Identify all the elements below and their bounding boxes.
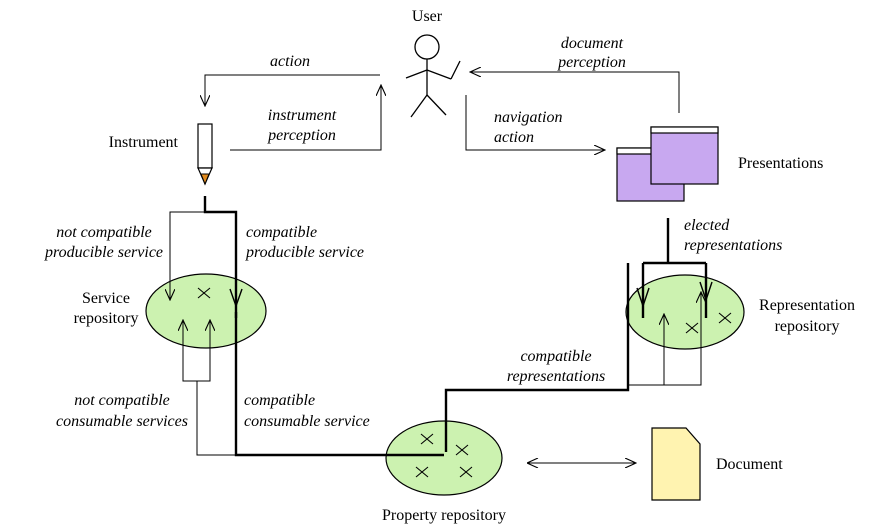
- document-icon: [651, 427, 701, 501]
- action-arrow: [205, 74, 380, 106]
- representation-repository-ellipse: [625, 274, 745, 350]
- document-perception-arrow: [470, 72, 680, 113]
- navigation-action-arrow: [465, 95, 605, 150]
- presentations-window-icon: [616, 126, 719, 202]
- user-label: User: [412, 8, 443, 25]
- elected-representations-label-line2: representations: [684, 237, 782, 254]
- not-compatible-producible-label-line1: not compatible: [56, 224, 152, 241]
- compatible-producible-label-line2: producible service: [245, 244, 364, 261]
- not-compatible-producible-line: [170, 211, 205, 300]
- instrument-perception-label-line2: perception: [267, 127, 336, 144]
- pencil-icon: [197, 123, 213, 186]
- presentations-label: Presentations: [738, 155, 823, 172]
- compatible-consumable-label-line2: consumable service: [244, 413, 370, 430]
- navigation-action-label-line1: navigation: [494, 109, 562, 126]
- compatible-producible-arrowhead: [229, 288, 243, 309]
- action-label: action: [270, 53, 310, 70]
- representation-repository-label-line1: Representation: [759, 297, 855, 314]
- not-compatible-producible-label-line2: producible service: [44, 244, 163, 261]
- service-item-marks: [197, 287, 211, 299]
- compatible-representations-line: [444, 263, 630, 452]
- instrument-perception-arrow: [230, 85, 381, 151]
- not-compatible-consumable-label-line1: not compatible: [74, 392, 170, 409]
- compatible-producible-line: [203, 196, 238, 318]
- property-repository-ellipse: [385, 420, 503, 496]
- service-repository-label-line1: Service: [82, 290, 130, 307]
- navigation-action-label-line2: action: [494, 129, 534, 146]
- elected-representations-line: [641, 218, 708, 318]
- representation-repository-label-line2: repository: [775, 318, 840, 335]
- document-perception-label-line2: perception: [557, 54, 626, 71]
- instrument-perception-label-line1: instrument: [268, 107, 337, 124]
- elected-arrowheads: [636, 281, 713, 309]
- service-repository-label-line2: repository: [74, 310, 139, 327]
- property-repository-label: Property repository: [382, 507, 506, 524]
- user-figure-icon: [405, 34, 461, 118]
- compatible-producible-label-line1: compatible: [246, 224, 317, 241]
- compatible-representations-label-line1: compatible: [520, 348, 591, 365]
- compatible-consumable-label-line1: compatible: [244, 392, 315, 409]
- property-item-marks: [415, 433, 473, 478]
- not-compatible-consumable-label-line2: consumable services: [56, 413, 188, 430]
- representation-item-marks: [685, 312, 732, 334]
- not-compatible-consumable-line: [183, 320, 236, 456]
- service-repository-ellipse: [145, 273, 267, 349]
- instrument-label: Instrument: [109, 134, 179, 151]
- document-label: Document: [716, 456, 783, 473]
- elected-representations-label-line1: elected: [684, 217, 730, 234]
- document-perception-label-line1: document: [561, 35, 624, 52]
- compatible-representations-label-line2: representations: [507, 368, 605, 385]
- representation-thin-arrows: [628, 292, 701, 386]
